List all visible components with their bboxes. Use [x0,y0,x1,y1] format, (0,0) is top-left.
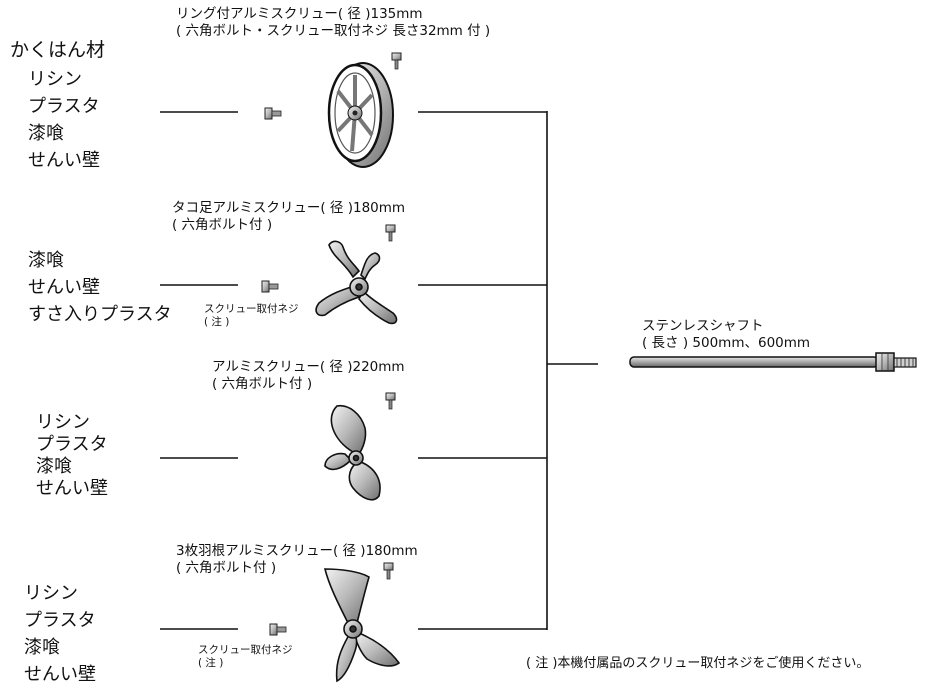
materials-list-row-2: 漆喰 せんい壁 すさ入りプラスタ [28,247,172,328]
stainless-shaft-illustration [629,352,917,372]
material-item: 漆喰 [28,123,64,144]
caption-line: ( 長さ ) 500mm、600mm [642,335,811,351]
bolt-icon [269,623,287,636]
nut-label-line: ( 注 ) [204,316,230,328]
heading-mixing-material: かくはん材 [10,39,106,61]
material-item: プラスタ [36,434,108,455]
bolt-icon [261,280,279,293]
caption-octopus-screw: タコ足アルミスクリュー( 径 )180mm ( 六角ボルト付 ) [172,200,405,234]
material-item: プラスタ [24,610,96,631]
materials-list-row-1: リシン プラスタ 漆喰 せんい壁 [28,66,100,174]
nut-label-line: スクリュー取付ネジ [198,644,293,656]
material-item: せんい壁 [24,664,96,685]
material-item: プラスタ [28,96,100,117]
caption-ring-screw: リング付アルミスクリュー( 径 )135mm ( 六角ボルト・スクリュー取付ネジ… [176,6,490,40]
ring-screw-illustration [327,62,394,168]
propeller-screw-illustration [324,404,381,501]
material-item: リシン [36,412,90,433]
material-item: せんい壁 [28,277,100,298]
material-item: 漆喰 [36,456,72,477]
vertical-bolt-icon [383,562,394,580]
caption-line: タコ足アルミスクリュー( 径 )180mm [172,200,406,216]
nut-label-line: スクリュー取付ネジ [204,303,299,315]
three-blade-screw-illustration [323,568,401,683]
vertical-bolt-icon [385,392,396,410]
material-item: せんい壁 [28,150,100,171]
nut-label-line: ( 注 ) [198,657,224,669]
footnote: ( 注 )本機付属品のスクリュー取付ネジをご使用ください。 [526,656,870,671]
material-item: 漆喰 [24,637,60,658]
material-item: すさ入りプラスタ [28,304,172,325]
caption-propeller-screw: アルミスクリュー( 径 )220mm ( 六角ボルト付 ) [212,359,405,393]
nut-label-row-2: スクリュー取付ネジ ( 注 ) [204,303,299,329]
vertical-bolt-icon [391,52,402,70]
caption-stainless-shaft: ステンレスシャフト ( 長さ ) 500mm、600mm [642,318,810,352]
caption-line: ( 六角ボルト付 ) [172,217,273,233]
caption-line: ( 六角ボルト付 ) [212,376,313,392]
material-item: せんい壁 [36,478,108,499]
caption-line: ( 六角ボルト付 ) [176,560,277,576]
material-item: 漆喰 [28,250,64,271]
material-item: リシン [28,69,82,90]
connector-lines [160,111,598,630]
caption-line: ( 六角ボルト・スクリュー取付ネジ 長さ32mm 付 ) [176,23,491,39]
material-item: リシン [24,583,78,604]
octopus-screw-illustration [315,240,398,325]
caption-line: アルミスクリュー( 径 )220mm [212,359,405,375]
bolt-icon [264,107,282,120]
vertical-bolt-icon [385,224,396,242]
caption-line: ステンレスシャフト [642,318,764,334]
caption-three-blade-screw: 3枚羽根アルミスクリュー( 径 )180mm ( 六角ボルト付 ) [176,543,418,577]
nut-label-row-4: スクリュー取付ネジ ( 注 ) [198,644,293,670]
caption-line: 3枚羽根アルミスクリュー( 径 )180mm [176,543,418,559]
materials-list-row-3: リシン プラスタ 漆喰 せんい壁 [36,412,108,500]
materials-list-row-4: リシン プラスタ 漆喰 せんい壁 [24,580,96,688]
caption-line: リング付アルミスクリュー( 径 )135mm [176,6,423,22]
